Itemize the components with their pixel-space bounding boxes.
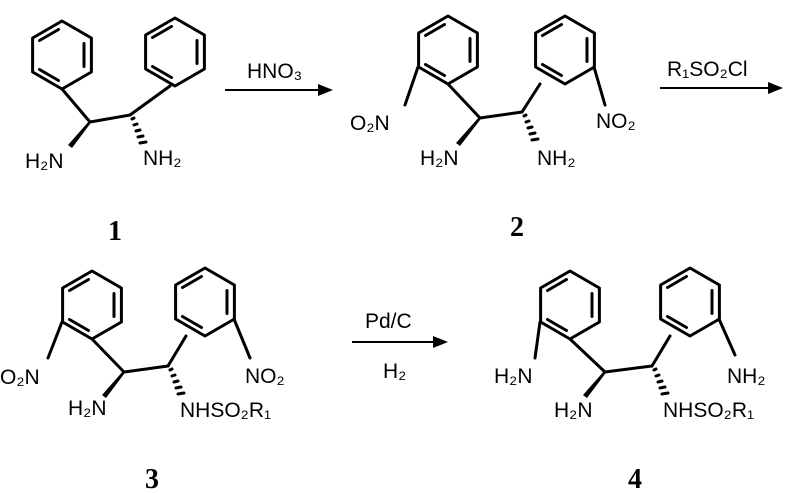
phenyl-ring [144, 16, 206, 88]
reaction-arrow-1: HNO₃ [225, 60, 333, 96]
amine-label-left: H₂N [554, 399, 592, 422]
compound-1: H₂N NH₂ 1 [25, 16, 206, 247]
reaction-arrow-3: Pd/C H₂ [352, 310, 448, 383]
amine-label-right: NH₂ [143, 147, 181, 170]
hashed-bond [522, 113, 540, 142]
wedge-bond [583, 370, 605, 398]
nitro-label-left: O₂N [0, 366, 40, 389]
nitro-label-left: O₂N [350, 112, 390, 135]
compound-4: H₂N NH₂ H₂N NHSO₂R₁ 4 [494, 266, 765, 493]
wedge-bond [68, 120, 90, 148]
amine-label-left: H₂N [25, 150, 63, 173]
compound-2: O₂N NO₂ H₂N NH₂ 2 [350, 14, 636, 243]
compound-number: 4 [628, 464, 642, 493]
hashed-bond [130, 116, 148, 145]
hashed-bond [652, 367, 670, 396]
compound-number: 1 [108, 216, 122, 247]
compound-number: 3 [145, 464, 159, 493]
amine-label-left: H₂N [420, 147, 458, 170]
aryl-amine-label-right: NH₂ [727, 365, 765, 388]
amine-label-left: H₂N [68, 397, 106, 420]
aryl-amine-label-left: H₂N [494, 365, 532, 388]
phenyl-ring [61, 269, 123, 341]
amine-label-right: NH₂ [537, 147, 575, 170]
sulfonamide-label: NHSO₂R₁ [663, 399, 754, 422]
hashed-bond [168, 367, 186, 396]
reaction-arrow-2: R₁SO₂Cl [660, 58, 783, 94]
reagent-label: R₁SO₂Cl [667, 58, 748, 81]
phenyl-ring [539, 269, 601, 341]
reagent-label: HNO₃ [247, 60, 302, 83]
phenyl-ring [659, 266, 721, 338]
compound-3: O₂N NO₂ H₂N NHSO₂R₁ 3 [0, 266, 285, 493]
nitro-label-right: NO₂ [245, 365, 285, 388]
phenyl-ring [417, 14, 479, 86]
sulfonamide-label: NHSO₂R₁ [180, 399, 271, 422]
phenyl-ring [31, 19, 93, 91]
compound-number: 2 [510, 212, 524, 243]
wedge-bond [102, 370, 124, 398]
catalyst-label: Pd/C [365, 310, 412, 333]
wedge-bond [456, 116, 480, 146]
reagent-label: H₂ [383, 360, 406, 383]
phenyl-ring [174, 266, 236, 338]
phenyl-ring [534, 14, 596, 86]
nitro-label-right: NO₂ [596, 110, 636, 133]
